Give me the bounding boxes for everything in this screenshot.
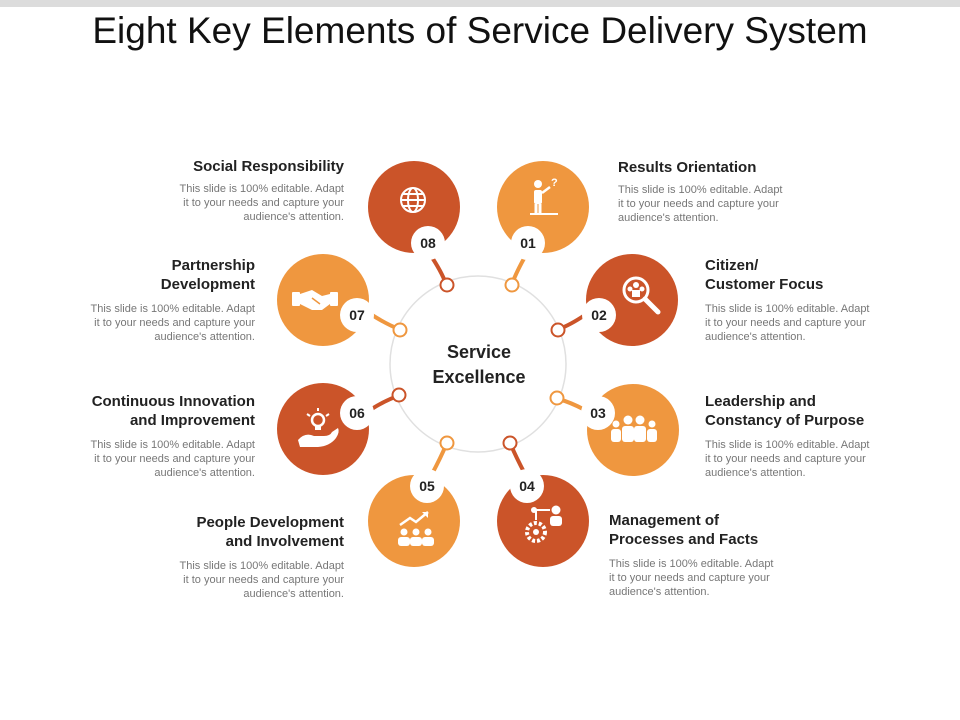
number-label-08: 08 bbox=[420, 235, 436, 251]
heading-08: Social Responsibility bbox=[193, 158, 344, 175]
page-title: Eight Key Elements of Service Delivery S… bbox=[92, 10, 868, 51]
text-block-02: Citizen/ Customer Focus This slide is 10… bbox=[705, 256, 905, 344]
number-badge-07 bbox=[340, 298, 374, 332]
number-badge-04 bbox=[510, 469, 544, 503]
anchor-dot-05 bbox=[439, 435, 455, 451]
people-growth-chart-icon bbox=[398, 511, 434, 546]
description-05: This slide is 100% editable. Adapt it to… bbox=[179, 560, 345, 600]
svg-text:?: ? bbox=[551, 177, 558, 189]
heading-07: Partnership Development bbox=[160, 257, 255, 293]
number-label-04: 04 bbox=[519, 478, 535, 494]
anchor-dot-04 bbox=[502, 435, 518, 451]
number-badge-02 bbox=[582, 298, 616, 332]
element-07[interactable]: 07 bbox=[277, 254, 408, 346]
anchor-dot-06 bbox=[391, 387, 407, 403]
top-border bbox=[0, 0, 960, 7]
center-ring bbox=[389, 275, 567, 453]
text-block-08: Social Responsibility This slide is 100%… bbox=[124, 157, 345, 224]
number-label-02: 02 bbox=[591, 307, 607, 323]
element-05[interactable]: 05 bbox=[368, 435, 460, 568]
description-01: This slide is 100% editable. Adapt it to… bbox=[618, 184, 783, 224]
number-badge-01 bbox=[511, 226, 545, 260]
element-01[interactable]: ? 01 bbox=[497, 161, 589, 293]
heading-04: Management of Processes and Facts bbox=[609, 512, 759, 548]
heading-06: Continuous Innovation and Improvement bbox=[91, 393, 255, 429]
description-06: This slide is 100% editable. Adapt it to… bbox=[90, 439, 256, 479]
number-label-05: 05 bbox=[419, 478, 435, 494]
team-group-icon bbox=[611, 415, 657, 442]
person-pointing-question-icon: ? bbox=[530, 177, 558, 215]
number-label-03: 03 bbox=[590, 405, 606, 421]
anchor-dot-01 bbox=[504, 277, 520, 293]
number-label-07: 07 bbox=[349, 307, 365, 323]
anchor-dot-03 bbox=[549, 390, 565, 406]
number-label-06: 06 bbox=[349, 405, 365, 421]
number-label-01: 01 bbox=[520, 235, 536, 251]
text-block-05: People Development and Involvement This … bbox=[124, 513, 345, 601]
description-03: This slide is 100% editable. Adapt it to… bbox=[705, 439, 870, 479]
heading-03: Leadership and Constancy of Purpose bbox=[705, 393, 865, 429]
description-04: This slide is 100% editable. Adapt it to… bbox=[609, 558, 774, 598]
gear-network-icon bbox=[525, 505, 562, 543]
number-badge-08 bbox=[411, 226, 445, 260]
text-block-03: Leadership and Constancy of Purpose This… bbox=[705, 392, 925, 480]
text-block-06: Continuous Innovation and Improvement Th… bbox=[35, 392, 256, 480]
element-08[interactable]: 08 bbox=[368, 161, 460, 293]
heading-02: Citizen/ Customer Focus bbox=[705, 257, 824, 293]
number-badge-03 bbox=[581, 396, 615, 430]
center-label: Service Excellence bbox=[432, 342, 526, 387]
description-02: This slide is 100% editable. Adapt it to… bbox=[705, 303, 870, 343]
description-07: This slide is 100% editable. Adapt it to… bbox=[90, 303, 256, 343]
magnifier-people-icon bbox=[622, 276, 661, 315]
handshake-icon bbox=[292, 290, 338, 310]
heading-05: People Development and Involvement bbox=[196, 514, 344, 550]
element-04[interactable]: 04 bbox=[497, 435, 589, 568]
element-02[interactable]: 02 bbox=[550, 254, 679, 346]
number-badge-05 bbox=[410, 469, 444, 503]
number-badge-06 bbox=[340, 396, 374, 430]
hand-lightbulb-icon bbox=[298, 408, 339, 447]
element-06[interactable]: 06 bbox=[277, 383, 407, 475]
description-08: This slide is 100% editable. Adapt it to… bbox=[179, 183, 345, 223]
text-block-07: Partnership Development This slide is 10… bbox=[35, 256, 256, 344]
heading-01: Results Orientation bbox=[618, 159, 757, 176]
globe-icon bbox=[400, 187, 426, 213]
anchor-dot-08 bbox=[439, 277, 455, 293]
anchor-dot-02 bbox=[550, 322, 566, 338]
anchor-dot-07 bbox=[392, 322, 408, 338]
text-block-04: Management of Processes and Facts This s… bbox=[609, 511, 829, 599]
text-block-01: Results Orientation This slide is 100% e… bbox=[618, 158, 818, 225]
element-03[interactable]: 03 bbox=[549, 384, 680, 476]
